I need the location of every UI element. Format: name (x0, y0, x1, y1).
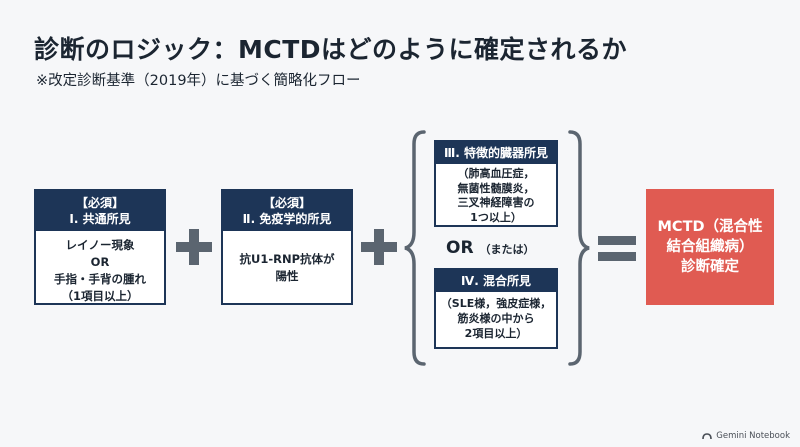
card-common-findings: 【必須】 Ⅰ. 共通所見 レイノー現象 OR 手指・手背の腫れ （1項目以上） (34, 189, 166, 305)
card-mixed-title: Ⅳ. 混合所見 (461, 274, 531, 288)
card-common-header: 【必須】 Ⅰ. 共通所見 (36, 191, 164, 231)
card-mixed-findings: Ⅳ. 混合所見 （SLE様，強皮症様， 筋炎様の中から 2項目以上） (434, 268, 558, 349)
card-mixed-line: 筋炎様の中から (457, 312, 535, 325)
watermark: Gemini Notebook (702, 431, 790, 441)
card-organ-line: 無菌性髄膜炎， (457, 181, 535, 195)
result-line: 診断確定 (681, 259, 739, 275)
card-immuno-line: 陽性 (275, 269, 299, 283)
card-immunological-findings: 【必須】 Ⅱ. 免疫学的所見 抗U1-RNP抗体が 陽性 (221, 189, 353, 305)
card-mixed-line: （SLE様，強皮症様， (440, 297, 552, 310)
card-common-line: レイノー現象 (65, 238, 135, 252)
card-immuno-body: 抗U1-RNP抗体が 陽性 (223, 231, 351, 285)
or-main: OR (446, 238, 474, 258)
card-common-line: OR (90, 255, 110, 269)
right-brace-icon (568, 130, 590, 366)
card-organ-title: Ⅲ. 特徴的臓器所見 (443, 146, 549, 160)
card-immuno-required-label: 【必須】 (262, 196, 311, 210)
card-immuno-header: 【必須】 Ⅱ. 免疫学的所見 (223, 191, 351, 231)
card-common-body: レイノー現象 OR 手指・手背の腫れ （1項目以上） (36, 231, 164, 305)
result-line: MCTD（混合性 (657, 219, 763, 235)
card-organ-header: Ⅲ. 特徴的臓器所見 (436, 142, 556, 164)
card-mixed-header: Ⅳ. 混合所見 (436, 270, 556, 292)
page-title: 診断のロジック：MCTDはどのように確定されるか (34, 35, 628, 64)
card-immuno-title: Ⅱ. 免疫学的所見 (242, 212, 332, 226)
notebook-logo-icon (702, 432, 713, 439)
card-mixed-body: （SLE様，強皮症様， 筋炎様の中から 2項目以上） (436, 292, 556, 341)
card-organ-line: 三叉神経障害の (457, 196, 535, 209)
card-immuno-line: 抗U1-RNP抗体が (239, 252, 335, 266)
card-common-line: 手指・手背の腫れ (54, 272, 146, 286)
left-brace-icon (404, 130, 426, 366)
diagnosis-result-box: MCTD（混合性 結合組織病） 診断確定 (646, 189, 774, 305)
card-organ-line: （肺高血圧症， (457, 167, 535, 180)
card-mixed-line: 2項目以上） (464, 327, 528, 340)
or-label: OR （または） (446, 238, 534, 258)
card-common-required-label: 【必須】 (75, 196, 124, 210)
card-organ-findings: Ⅲ. 特徴的臓器所見 （肺高血圧症， 無菌性髄膜炎， 三叉神経障害の 1つ以上） (434, 140, 558, 227)
watermark-text: Gemini Notebook (716, 431, 790, 441)
result-line: 結合組織病） (666, 239, 754, 255)
page-subtitle: ※改定診断基準（2019年）に基づく簡略化フロー (36, 73, 361, 89)
card-common-line: （1項目以上） (61, 289, 139, 303)
or-note: （または） (479, 243, 535, 256)
card-organ-line: 1つ以上） (470, 210, 522, 224)
card-common-title: Ⅰ. 共通所見 (69, 212, 131, 226)
card-organ-body: （肺高血圧症， 無菌性髄膜炎， 三叉神経障害の 1つ以上） (436, 164, 556, 225)
